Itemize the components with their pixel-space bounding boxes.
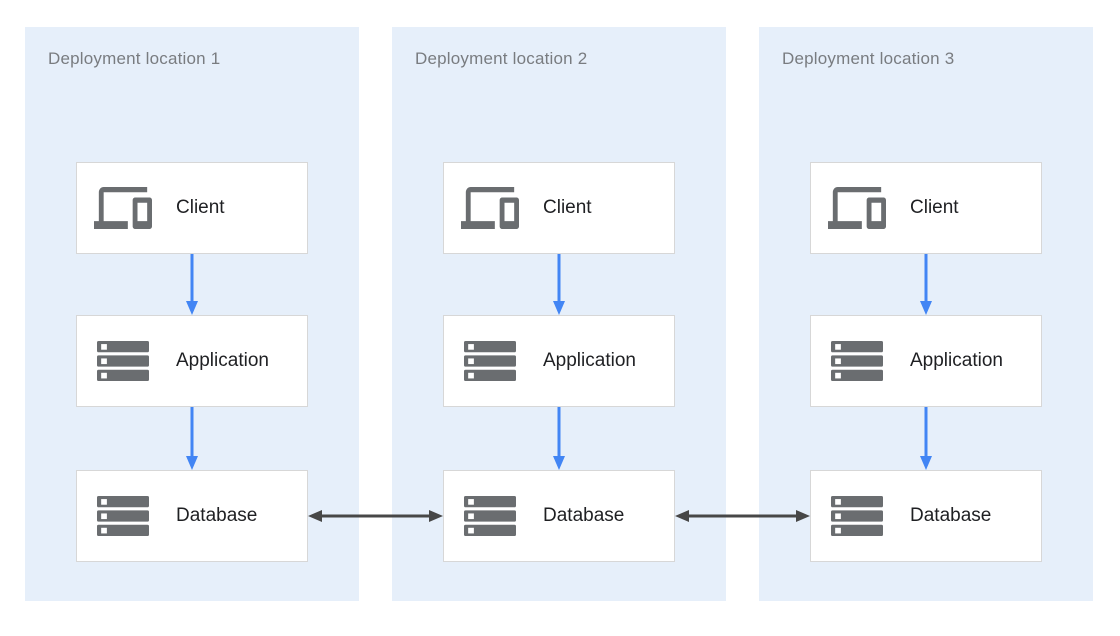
node-application-1: Application <box>76 315 308 407</box>
flow-arrow-application-to-database <box>186 407 198 470</box>
node-label: Client <box>910 197 959 218</box>
node-label: Application <box>543 350 636 371</box>
replication-arrow-database2-database3 <box>675 508 810 524</box>
panel-title: Deployment location 3 <box>782 49 955 68</box>
devices-icon <box>828 187 886 229</box>
node-label: Database <box>910 505 992 526</box>
node-label: Database <box>543 505 625 526</box>
node-label: Client <box>543 197 592 218</box>
panel-title: Deployment location 2 <box>415 49 588 68</box>
node-label: Application <box>176 350 269 371</box>
flow-arrow-client-to-application <box>553 254 565 315</box>
server-stack-icon <box>461 496 519 536</box>
deployment-location-1-panel: Deployment location 1 Client Application… <box>25 27 359 601</box>
server-stack-icon <box>828 496 886 536</box>
node-client-2: Client <box>443 162 675 254</box>
panel-title: Deployment location 1 <box>48 49 221 68</box>
devices-icon <box>461 187 519 229</box>
server-stack-icon <box>461 341 519 381</box>
flow-arrow-client-to-application <box>186 254 198 315</box>
node-application-3: Application <box>810 315 1042 407</box>
deployment-location-3-panel: Deployment location 3 Client Application… <box>759 27 1093 601</box>
devices-icon <box>94 187 152 229</box>
server-stack-icon <box>828 341 886 381</box>
node-database-3: Database <box>810 470 1042 562</box>
flow-arrow-application-to-database <box>920 407 932 470</box>
node-database-1: Database <box>76 470 308 562</box>
node-application-2: Application <box>443 315 675 407</box>
server-stack-icon <box>94 496 152 536</box>
node-database-2: Database <box>443 470 675 562</box>
deployment-location-2-panel: Deployment location 2 Client Application… <box>392 27 726 601</box>
node-client-3: Client <box>810 162 1042 254</box>
node-label: Database <box>176 505 258 526</box>
replication-arrow-database1-database2 <box>308 508 443 524</box>
node-client-1: Client <box>76 162 308 254</box>
server-stack-icon <box>94 341 152 381</box>
flow-arrow-application-to-database <box>553 407 565 470</box>
node-label: Application <box>910 350 1003 371</box>
flow-arrow-client-to-application <box>920 254 932 315</box>
node-label: Client <box>176 197 225 218</box>
